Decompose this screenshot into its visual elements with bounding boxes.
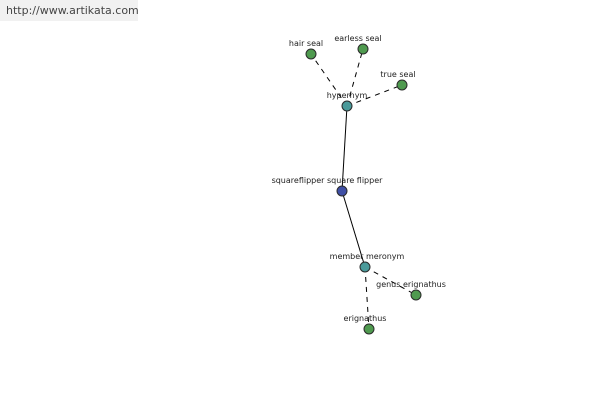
node-true-seal[interactable] (396, 79, 408, 91)
node-hair-seal[interactable] (305, 48, 317, 60)
label-true-seal: true seal (380, 70, 415, 79)
label-genus-erignathus: genus erignathus (376, 280, 446, 289)
node-erignathus[interactable] (363, 323, 375, 335)
label-hypernym: hypernym (327, 91, 368, 100)
label-erignathus: erignathus (344, 314, 387, 323)
node-genus-erignathus[interactable] (410, 289, 422, 301)
node-member-meronym[interactable] (359, 261, 371, 273)
edge-hypernym-hair-seal (310, 53, 348, 107)
label-root: squareflipper square flipper (272, 176, 384, 185)
label-earless-seal: earless seal (334, 34, 381, 43)
edge-member-meronym-erignathus (364, 266, 370, 330)
node-root[interactable] (336, 185, 348, 197)
edge-root-hypernym (341, 105, 348, 192)
label-hair-seal: hair seal (289, 39, 323, 48)
label-member-meronym: member meronym (330, 252, 405, 261)
watermark-url: http://www.artikata.com (0, 0, 139, 21)
node-earless-seal[interactable] (357, 43, 369, 55)
edge-root-member-meronym (341, 190, 366, 268)
node-hypernym[interactable] (341, 100, 353, 112)
